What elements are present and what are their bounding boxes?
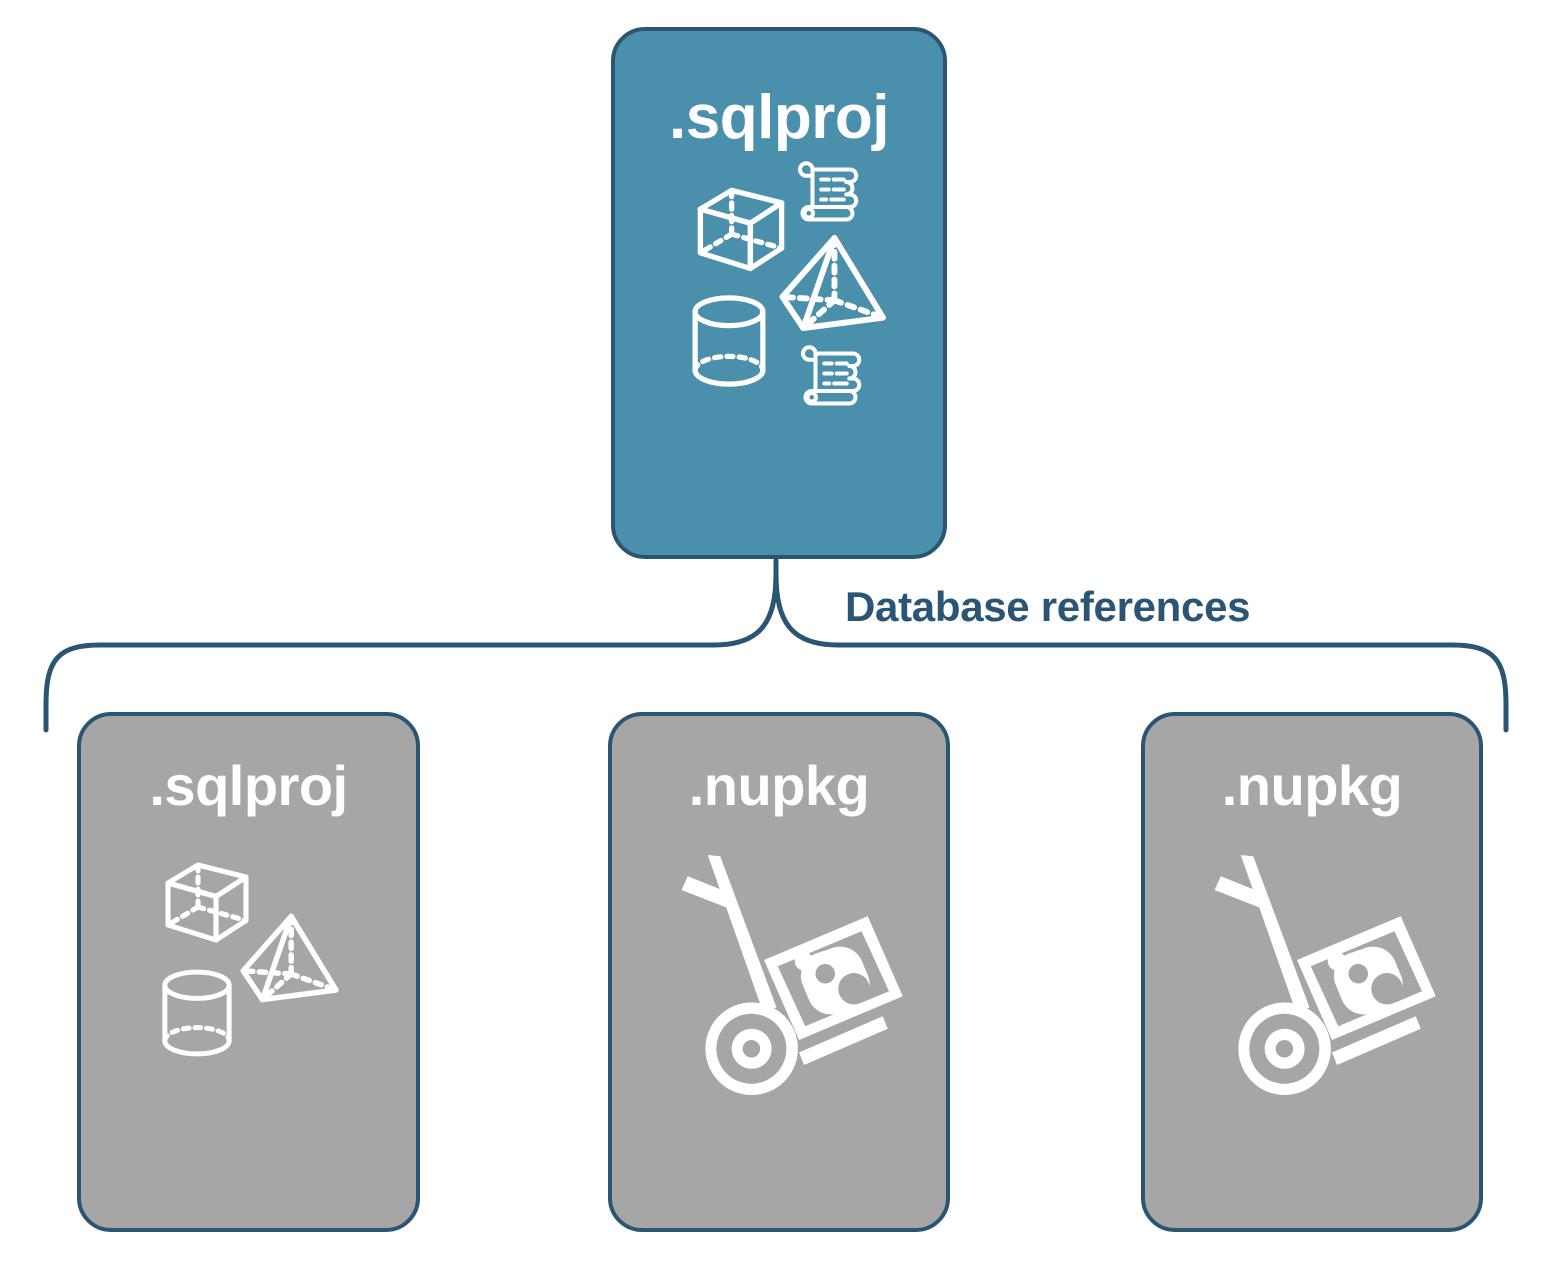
script-scroll-icon xyxy=(798,161,859,222)
node-sqlproj-root[interactable]: .sqlproj xyxy=(611,27,947,559)
nuget-hand-truck-icon xyxy=(1214,855,1436,1095)
node-title: .sqlproj xyxy=(149,754,348,817)
node-nupkg-reference-1[interactable]: .nupkg xyxy=(608,712,950,1232)
node-title: .sqlproj xyxy=(669,83,889,152)
cube-wireframe-icon xyxy=(165,862,249,943)
node-nupkg-reference-2[interactable]: .nupkg xyxy=(1141,712,1483,1232)
cylinder-wireframe-icon xyxy=(692,295,766,387)
pyramid-wireframe-icon xyxy=(240,913,339,1003)
reference-icon-stage xyxy=(1145,814,1479,1228)
connector-label: Database references xyxy=(845,583,1251,630)
node-sqlproj-reference[interactable]: .sqlproj xyxy=(77,712,420,1232)
root-icon-stage xyxy=(615,149,943,555)
nuget-hand-truck-icon xyxy=(681,855,903,1095)
script-scroll-icon xyxy=(801,345,862,406)
cylinder-wireframe-icon xyxy=(162,969,232,1057)
cube-wireframe-icon xyxy=(697,187,785,272)
reference-icon-stage xyxy=(81,814,416,1228)
pyramid-wireframe-icon xyxy=(779,234,886,332)
reference-icon-stage xyxy=(612,814,946,1228)
node-title: .nupkg xyxy=(688,754,870,817)
node-title: .nupkg xyxy=(1221,754,1403,817)
